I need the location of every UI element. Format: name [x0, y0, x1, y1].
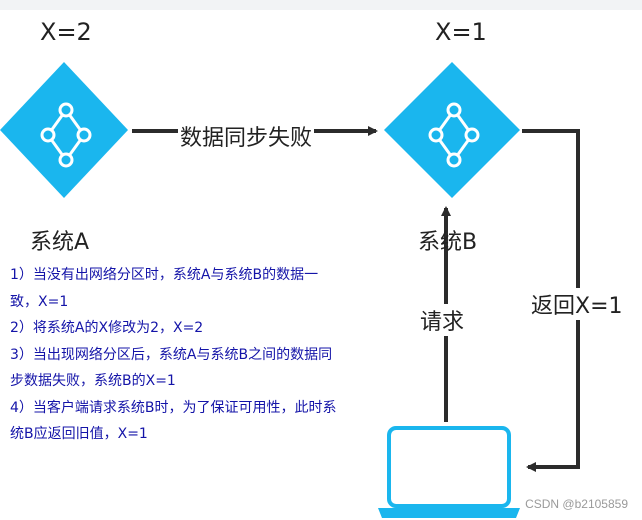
- csdn-watermark: CSDN @b2105859: [525, 497, 628, 511]
- note-line: 步数据失败，系统B的X=1: [10, 373, 176, 389]
- system-a-x-value: X=2: [40, 18, 92, 46]
- note-line: 1）当没有出网络分区时，系统A与系统B的数据一: [10, 267, 319, 283]
- note-line: 3）当出现网络分区后，系统A与系统B之间的数据同: [10, 346, 333, 363]
- system-b-label: 系统B: [418, 230, 478, 255]
- note-line: 致，X=1: [10, 293, 69, 310]
- note-line: 4）当客户端请求系统B时，为了保证可用性，此时系: [10, 399, 337, 416]
- request-label: 请求: [418, 304, 467, 336]
- note-line: 统B应返回旧值，X=1: [10, 426, 148, 442]
- return-label: 返回X=1: [529, 288, 625, 320]
- system-b-x-value: X=1: [435, 18, 487, 46]
- explanation-notes: 1）当没有出网络分区时，系统A与系统B的数据一 致，X=1 2）将系统A的X修改…: [10, 262, 382, 448]
- system-a-node-icon: [0, 62, 128, 198]
- client-laptop-icon: [378, 426, 520, 518]
- top-strip: [0, 0, 642, 10]
- sync-fail-label: 数据同步失败: [178, 120, 315, 152]
- system-a-label: 系统A: [30, 230, 90, 255]
- note-line: 2）将系统A的X修改为2，X=2: [10, 320, 204, 336]
- system-b-node-icon: [384, 62, 520, 198]
